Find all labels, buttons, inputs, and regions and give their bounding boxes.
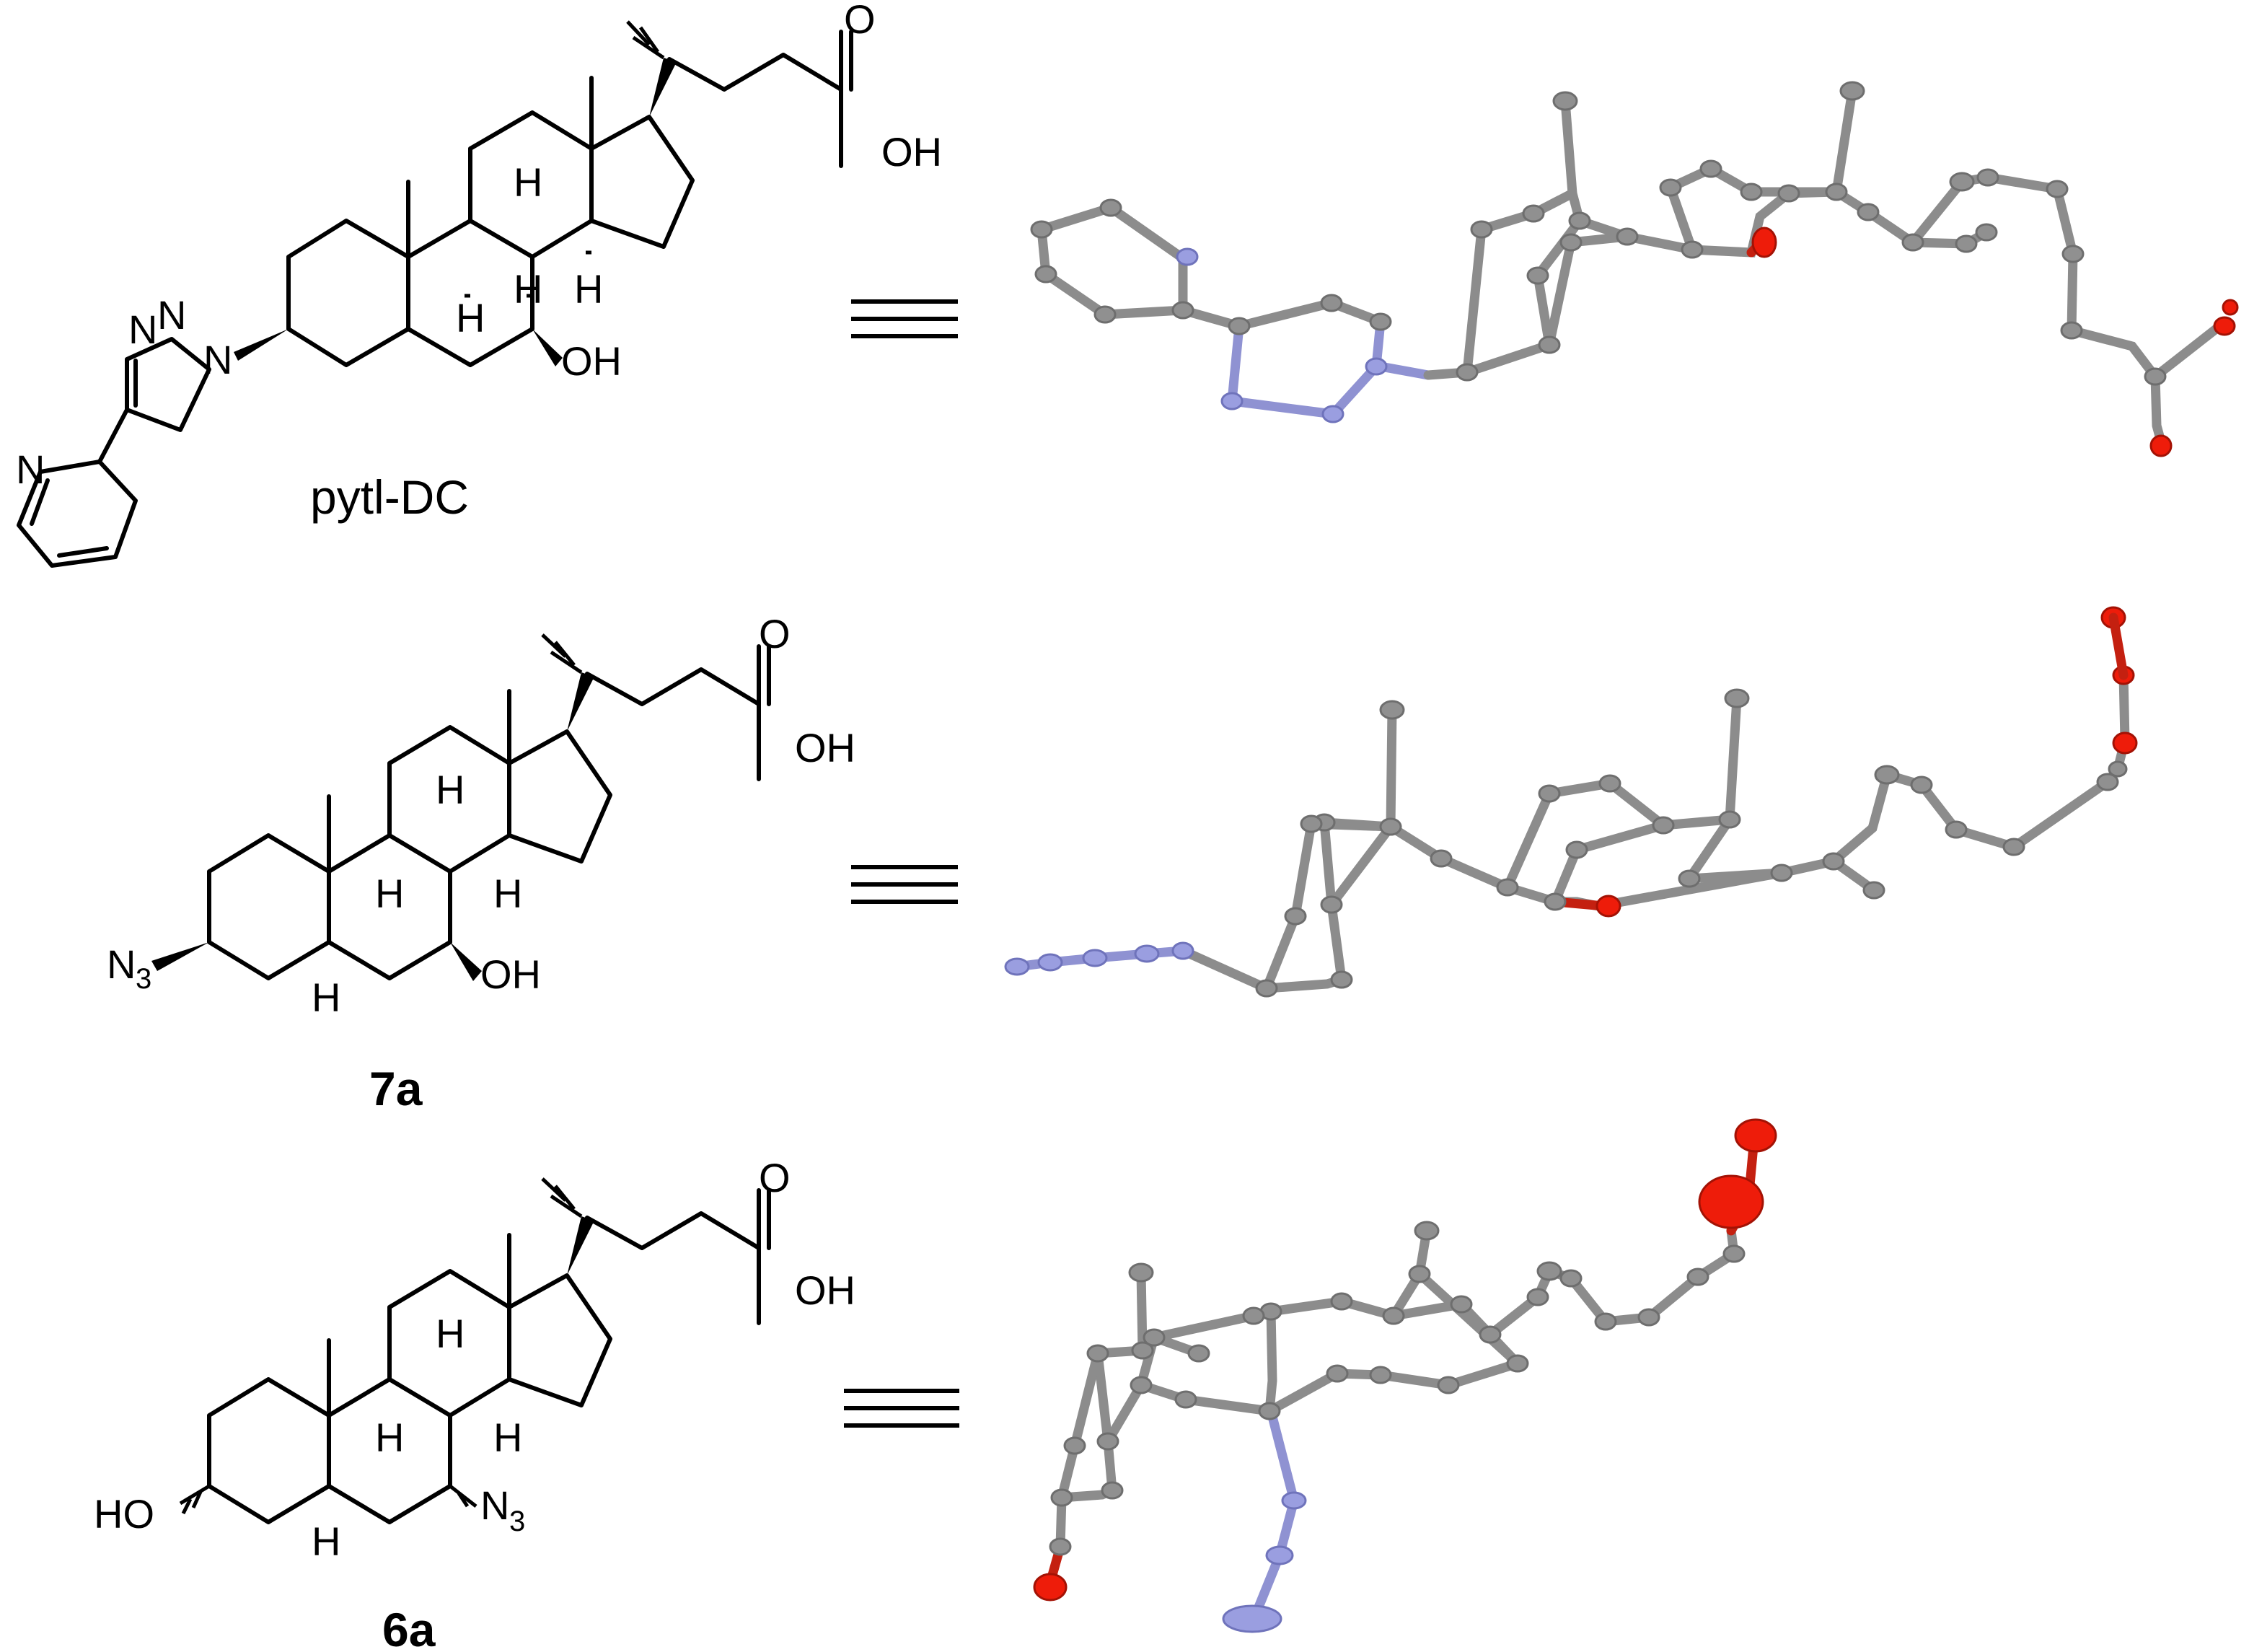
atom-label: N <box>16 447 45 492</box>
atom-label: H <box>375 1415 404 1460</box>
atom-label: N <box>157 292 186 338</box>
atom-label: N <box>203 337 232 382</box>
atom-label: N <box>128 307 157 352</box>
atom-label: O <box>759 611 791 656</box>
crystal-structure-pytl-dc <box>1030 81 2239 457</box>
structure-7a <box>151 633 771 981</box>
structure-6a <box>179 1177 771 1524</box>
caption-7a: 7a <box>369 1062 423 1115</box>
atom-label: H <box>436 1311 465 1356</box>
atom-label: H <box>436 767 465 812</box>
atom-label: OH <box>881 129 942 175</box>
atom-label: H <box>312 975 340 1020</box>
crystal-structure-7a <box>1004 606 2138 998</box>
atom-label: H <box>574 266 603 312</box>
equivalence-symbol-3 <box>844 1389 959 1428</box>
atom-label: O <box>759 1155 791 1200</box>
atom-label: OH <box>795 725 855 770</box>
atom-label: OH <box>795 1267 855 1313</box>
atom-label: OH <box>480 952 541 997</box>
atom-label: 3 <box>136 963 151 995</box>
atom-label: H <box>493 1415 522 1460</box>
atom-label: HO <box>94 1491 154 1537</box>
caption-pytl-dc: pytl-DC <box>310 470 469 524</box>
atom-label: OH <box>881 129 942 175</box>
atom-label: N <box>480 1482 509 1528</box>
atom-label: H <box>514 159 542 205</box>
atom-label: N <box>107 941 136 987</box>
caption-6a: 6a <box>382 1603 436 1652</box>
atom-label: H <box>514 266 542 312</box>
atom-label: OH <box>561 338 622 384</box>
atom-label: O <box>844 0 876 42</box>
atom-label: H <box>375 871 404 916</box>
structure-pytl-dc <box>17 20 853 568</box>
equivalence-symbol-2 <box>851 865 958 904</box>
atom-label: 3 <box>509 1506 525 1537</box>
atom-label: H <box>456 295 485 340</box>
crystal-structure-6a <box>1033 1118 1777 1633</box>
equivalence-symbol-1 <box>851 299 958 338</box>
atom-label: H <box>493 871 522 916</box>
atom-label: H <box>312 1519 340 1564</box>
